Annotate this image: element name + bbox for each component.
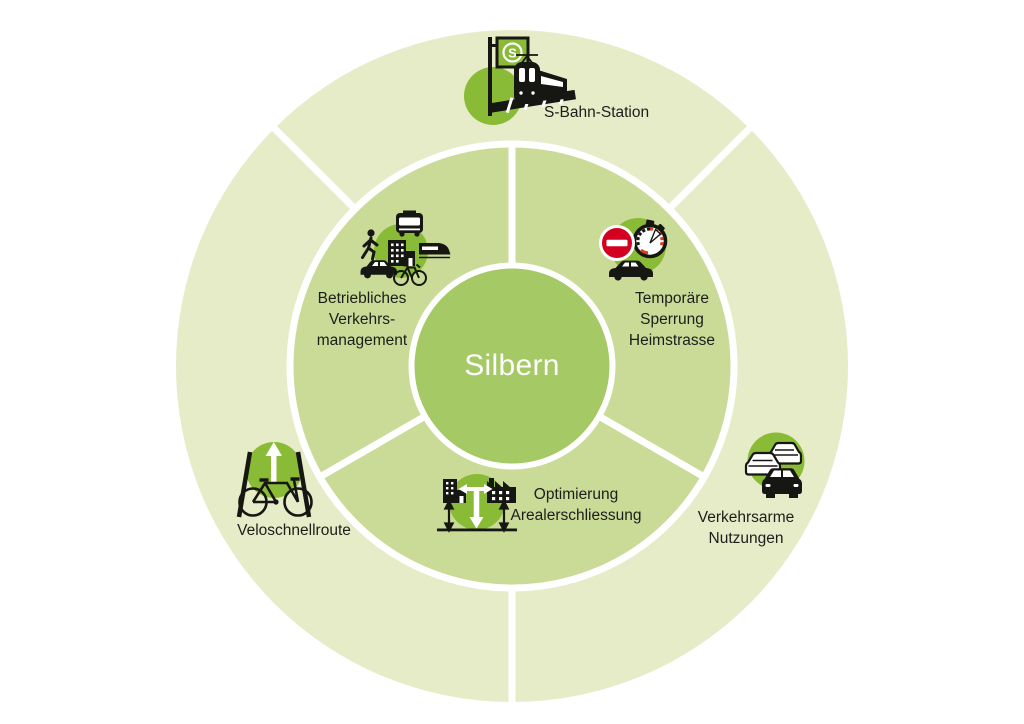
outer-ring-dividers — [266, 120, 758, 710]
label-betriebliches-verkehrsmanagement: Betriebliches Verkehrs- management — [316, 290, 408, 349]
label-verkehrsarme-nutzungen: Verkehrsarme Nutzungen — [697, 509, 795, 547]
label-veloschnellroute: Veloschnellroute — [237, 522, 351, 539]
site-development-arrows-icon — [437, 474, 517, 533]
center-title: Silbern — [464, 349, 560, 382]
icon-bubble — [464, 67, 522, 125]
bicycle-fast-route-icon — [236, 442, 313, 518]
label-temporaere-sperrung-heimstrasse: Temporäre Sperrung Heimstrasse — [628, 290, 716, 349]
car-traffic-icon — [744, 432, 805, 498]
center-circle — [414, 268, 610, 464]
sbahn-sign-letter: S — [508, 46, 517, 61]
middle-ring-dividers — [318, 145, 706, 480]
closure-stopwatch-car-icon — [599, 218, 668, 281]
sbahn-train-icon: S — [464, 36, 576, 125]
multimodal-transport-icon — [360, 210, 451, 286]
label-s-bahn-station: S-Bahn-Station — [544, 104, 650, 121]
label-optimierung-arealerschliessung: Optimierung Arealerschliessung — [510, 486, 642, 524]
